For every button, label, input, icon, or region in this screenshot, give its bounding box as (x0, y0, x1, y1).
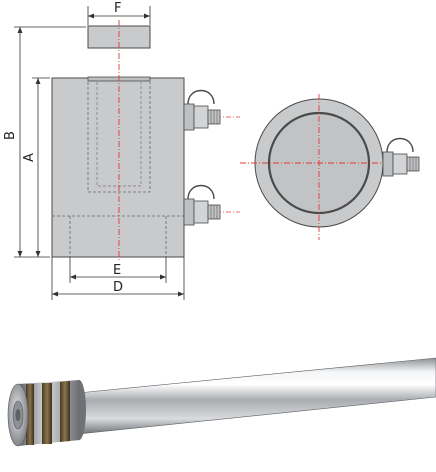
dimension-d: D (51, 257, 185, 300)
coupler-upper (183, 89, 240, 131)
piston-rod-image (7, 357, 436, 447)
cylinder-top-view (240, 94, 395, 240)
dim-label-a: A (22, 153, 37, 162)
dimension-b: B (3, 26, 86, 258)
dim-label-f: F (114, 1, 121, 16)
coupler-top-view (382, 137, 420, 177)
dim-label-d: D (113, 280, 123, 295)
coupler-lower (183, 184, 240, 226)
dimension-e: E (69, 257, 167, 283)
dim-label-b: B (3, 131, 18, 140)
dim-label-e: E (113, 263, 121, 278)
dimension-a: A (22, 77, 50, 257)
dimension-f: F (87, 1, 151, 25)
cylinder-body (51, 76, 185, 258)
